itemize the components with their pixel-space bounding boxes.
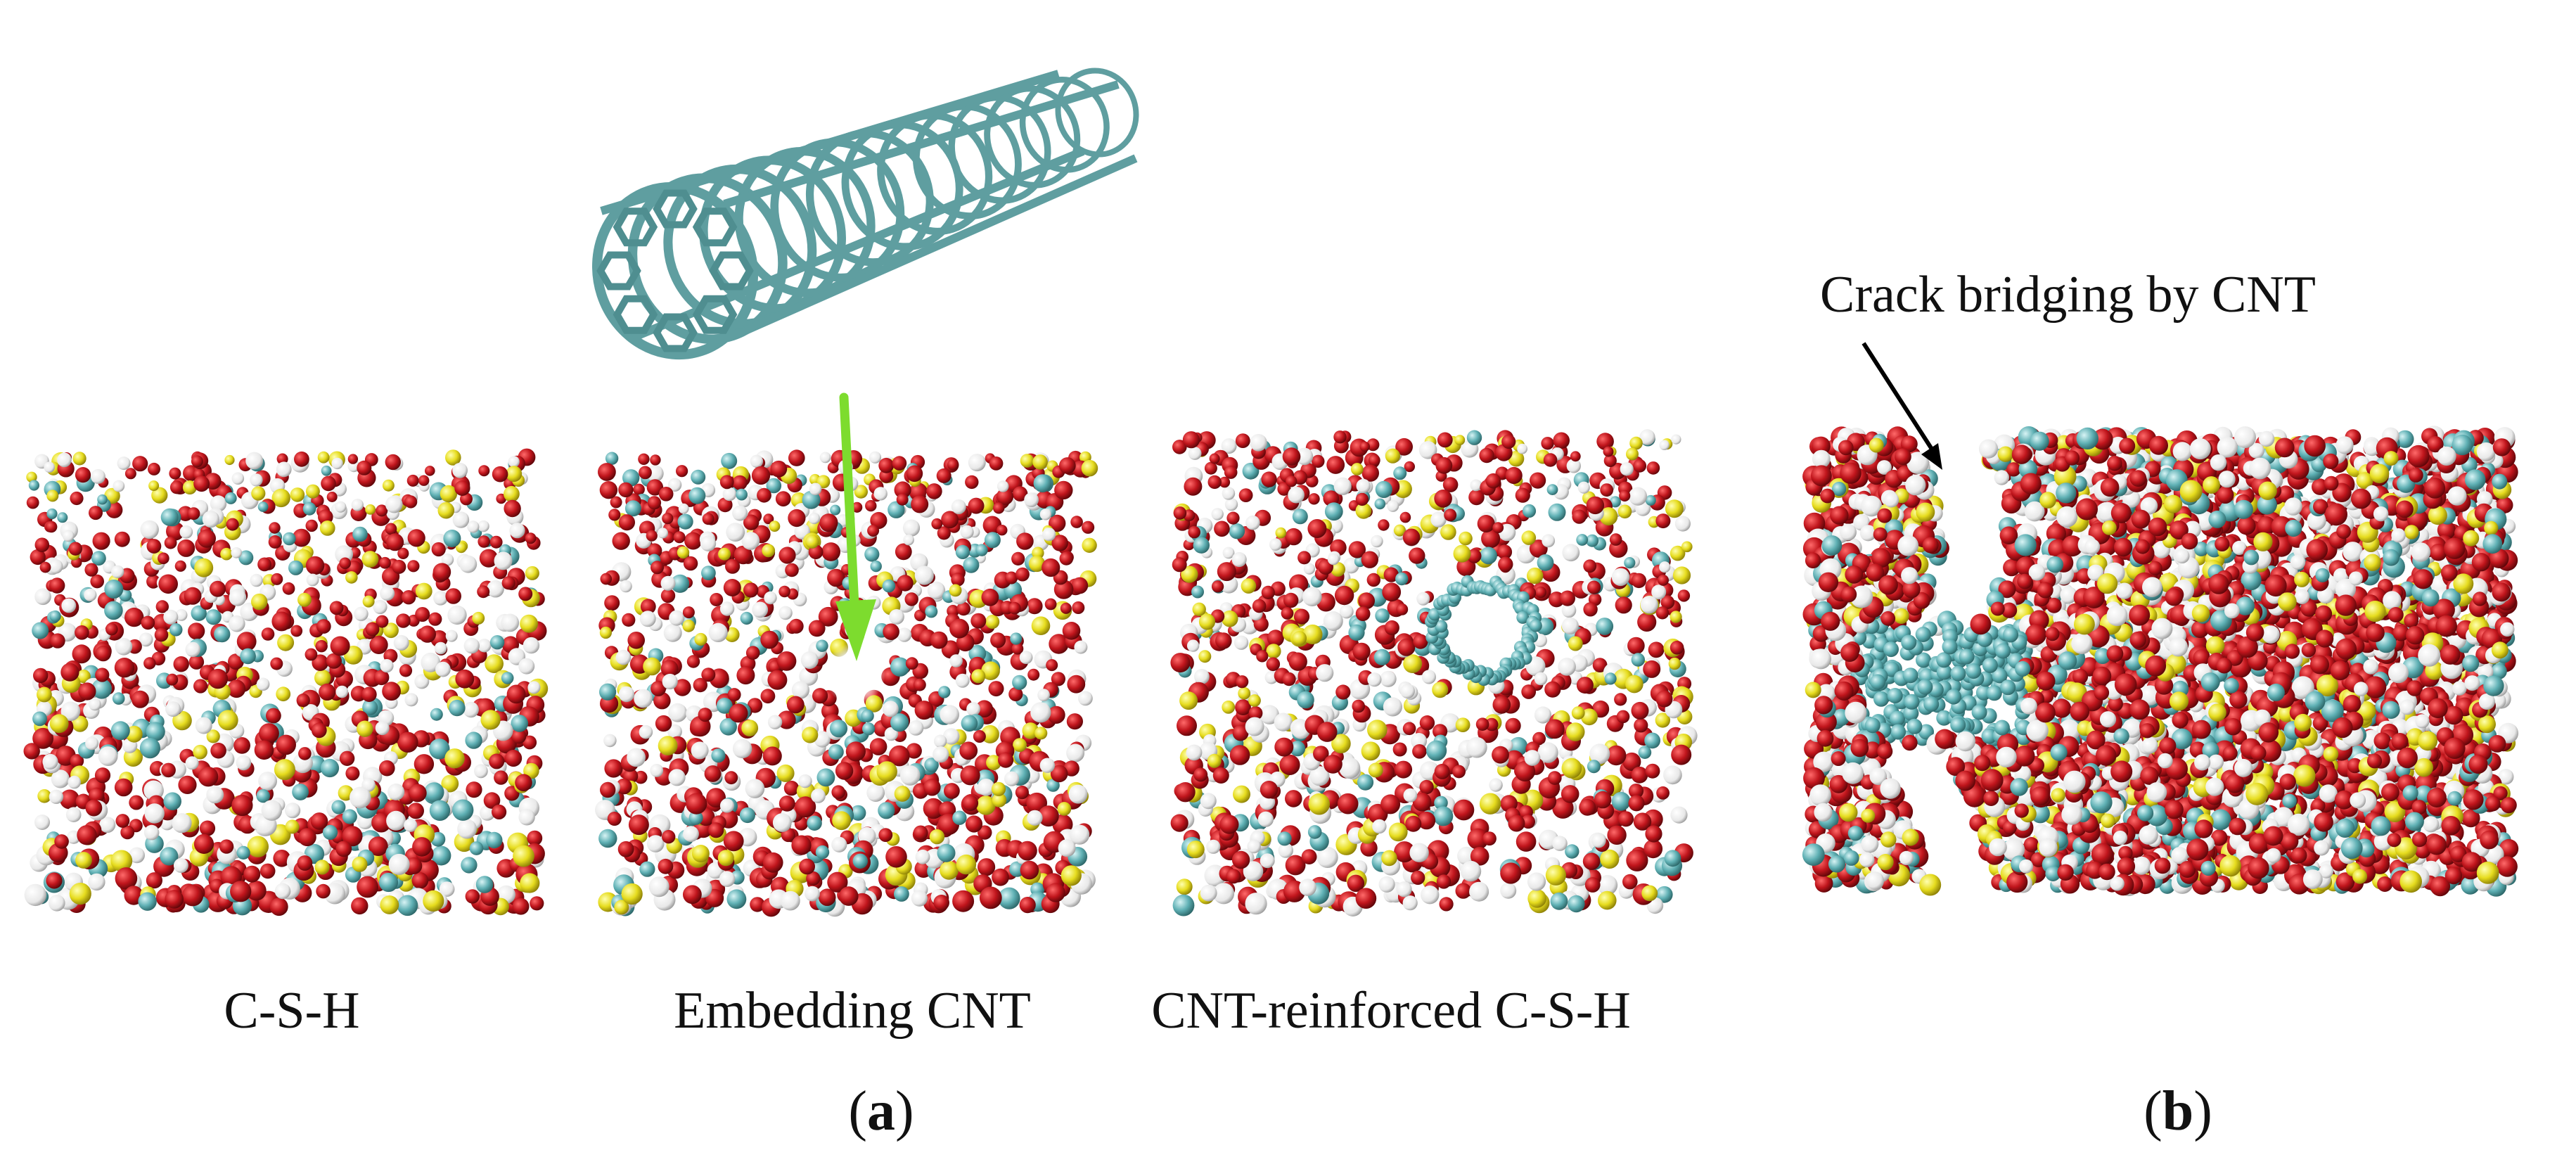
embedding-cnt-atom-box bbox=[595, 449, 1098, 917]
insertion-arrow bbox=[835, 392, 876, 661]
cnt-reinforced-csh-atom-box bbox=[1170, 429, 1698, 916]
caption-cnt-reinforced-csh: CNT-reinforced C-S-H bbox=[1151, 982, 1631, 1040]
panel-label-a: (a) bbox=[848, 1080, 914, 1142]
csh-atom-box bbox=[23, 448, 549, 916]
cnt-tube-model bbox=[592, 68, 1139, 360]
crack-pointer-arrow bbox=[1861, 342, 1942, 470]
caption-csh: C-S-H bbox=[224, 982, 360, 1040]
panel-label-b: (b) bbox=[2144, 1080, 2212, 1142]
caption-crack-bridging: Crack bridging by CNT bbox=[1820, 266, 2316, 324]
crack-bridging-atom-block bbox=[1802, 426, 2519, 897]
caption-embedding-cnt: Embedding CNT bbox=[674, 982, 1031, 1040]
